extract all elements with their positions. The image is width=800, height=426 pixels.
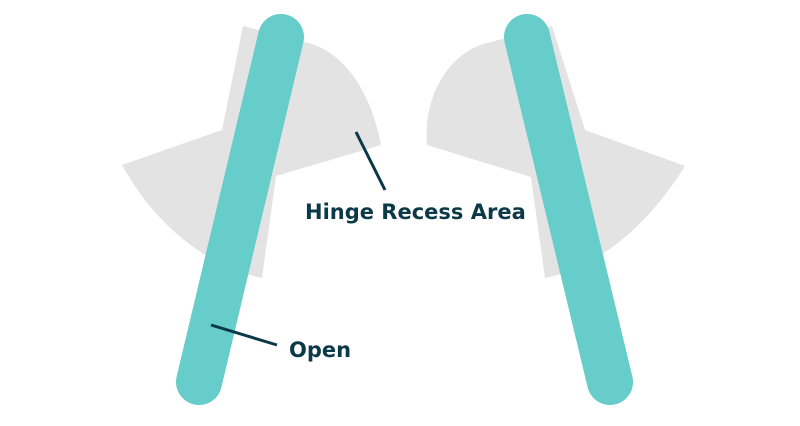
hinge-recess-leader-line (354, 131, 387, 191)
open-label: Open (289, 338, 351, 362)
hinge-recess-label: Hinge Recess Area (305, 200, 526, 224)
open-leader-line (210, 323, 278, 347)
right-door-bar (504, 14, 633, 405)
